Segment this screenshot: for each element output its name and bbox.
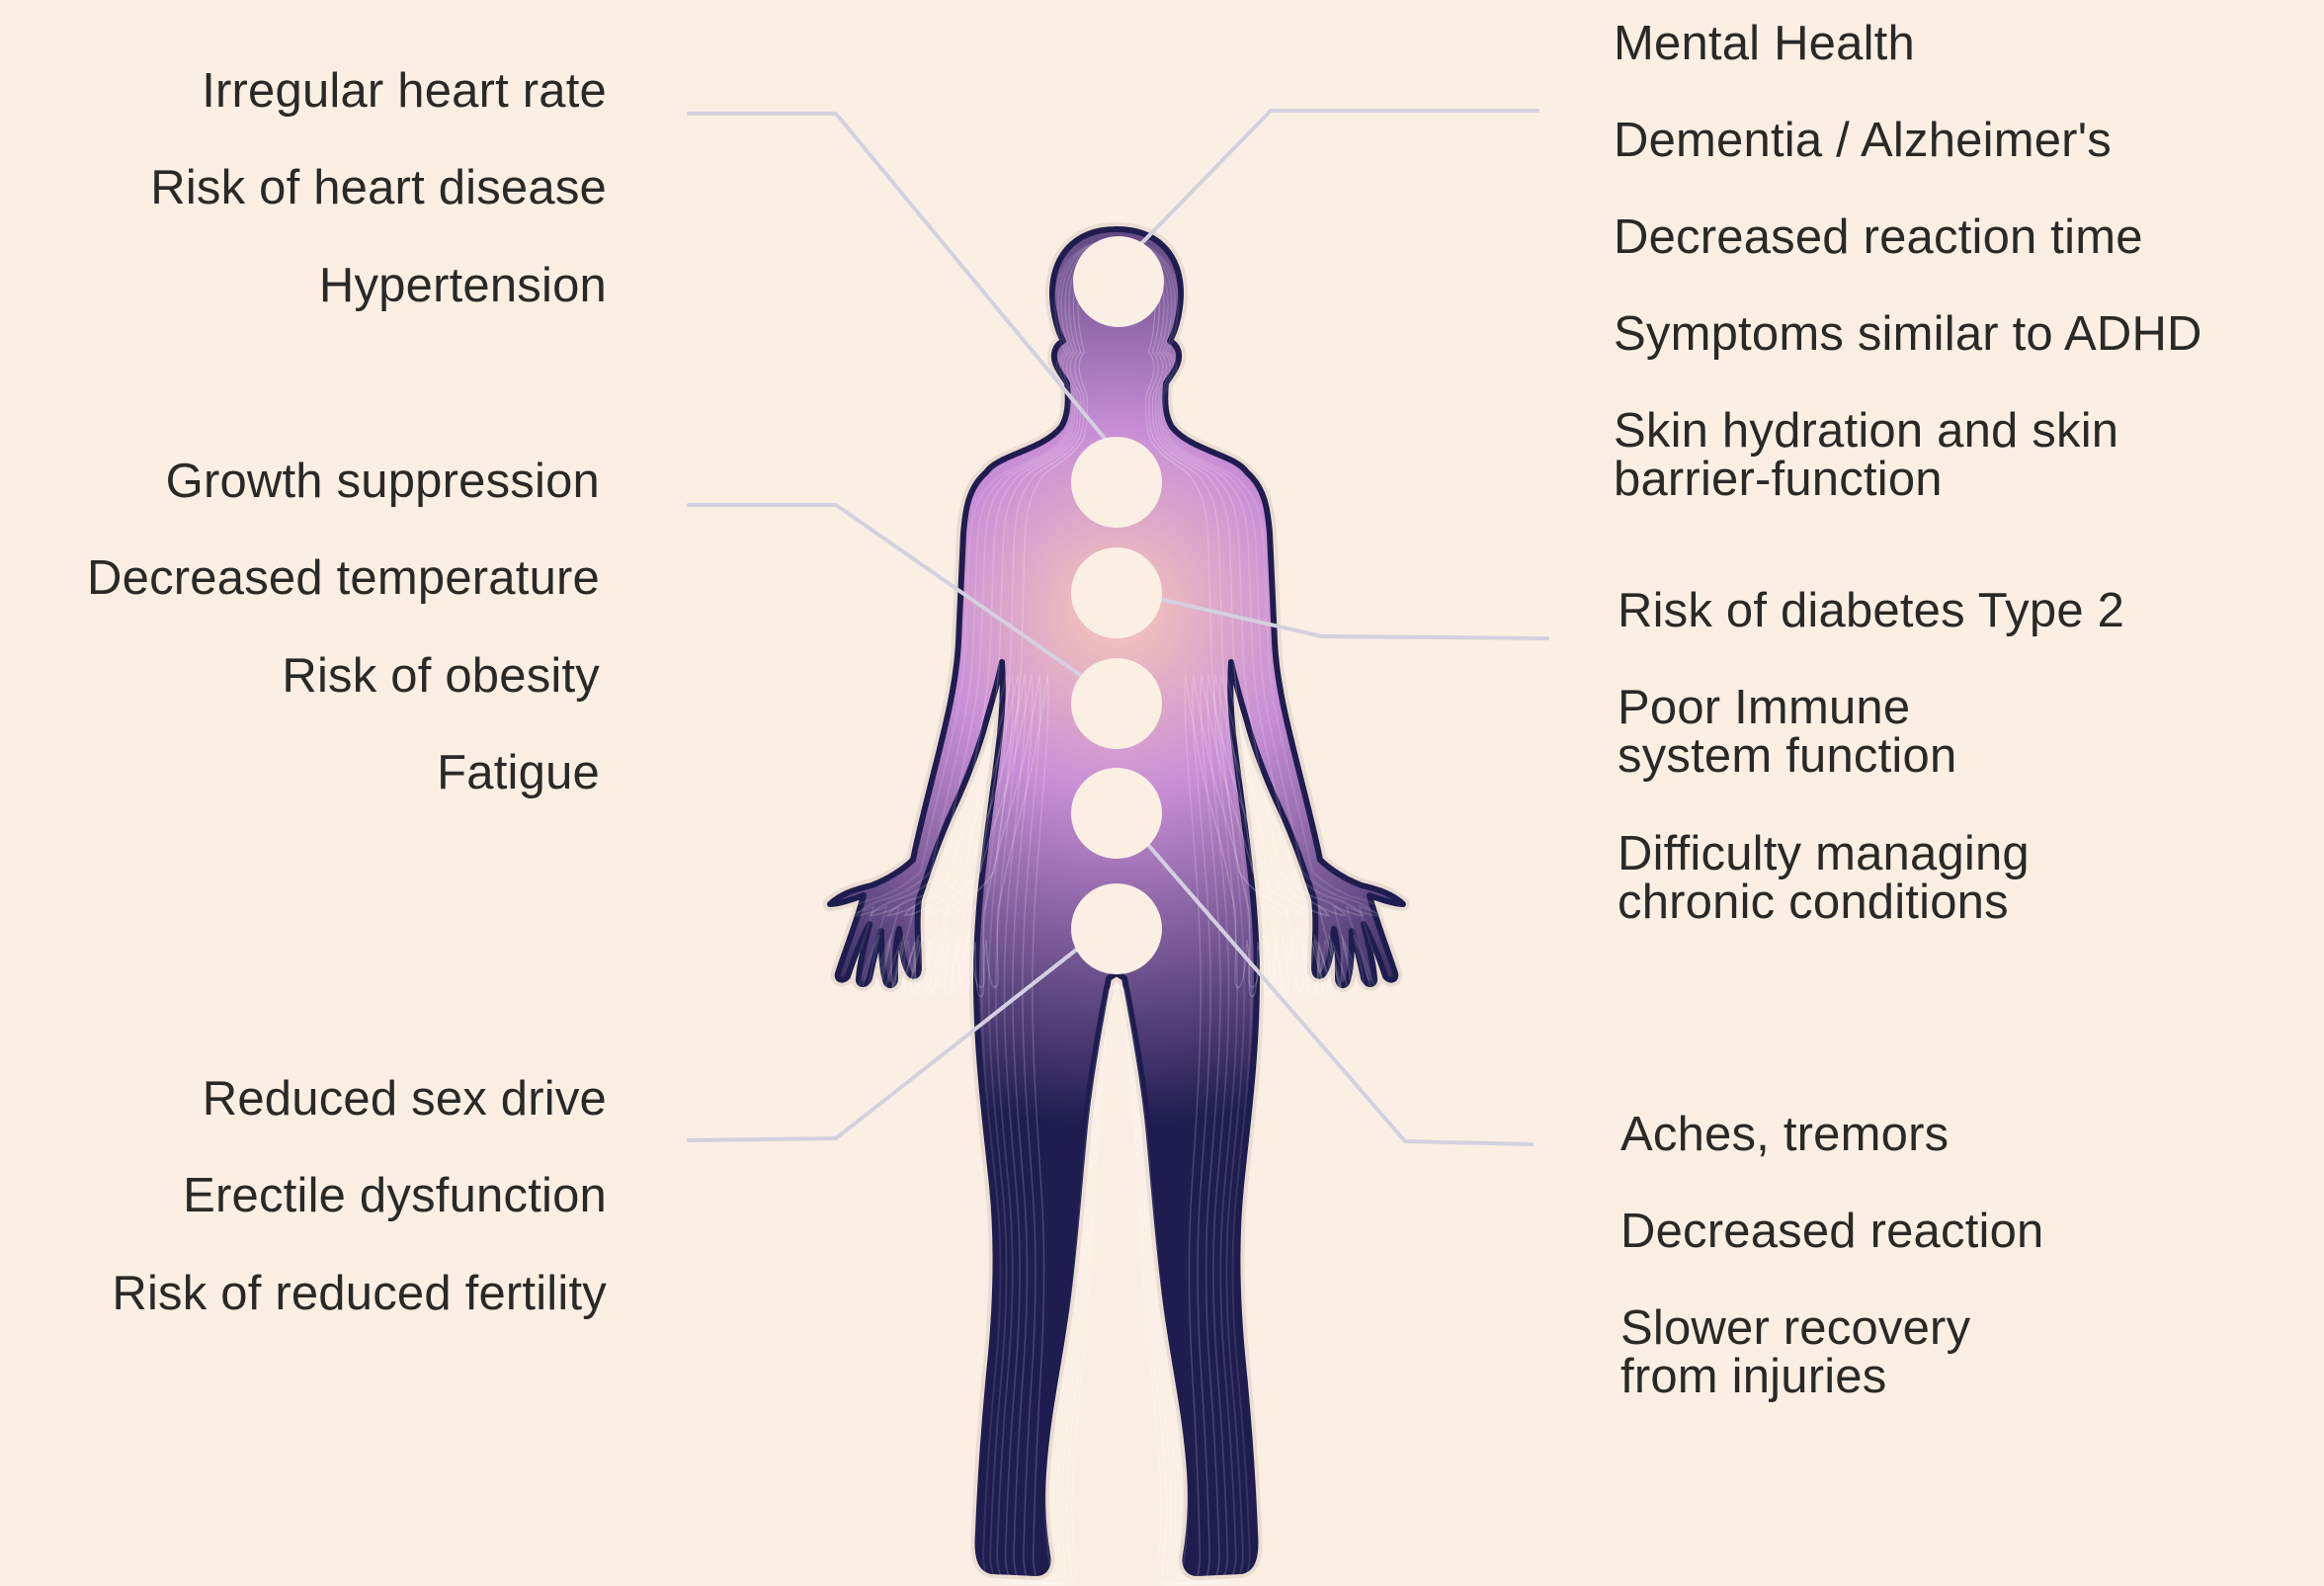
label-decreased-temperature: Decreased temperature	[87, 554, 600, 603]
label-growth-suppression: Growth suppression	[166, 458, 600, 506]
body-node-lower-abdomen	[1071, 658, 1162, 749]
label-reduced-fertility: Risk of reduced fertility	[112, 1270, 607, 1318]
label-decreased-reaction-time: Decreased reaction time	[1614, 213, 2143, 262]
label-decreased-reaction: Decreased reaction	[1620, 1208, 2044, 1256]
body-node-upper-abdomen	[1071, 547, 1162, 638]
label-dementia: Dementia / Alzheimer's	[1614, 117, 2112, 165]
body-node-head	[1073, 236, 1164, 327]
label-fatigue: Fatigue	[437, 749, 600, 797]
label-reduced-sex-drive: Reduced sex drive	[203, 1075, 607, 1124]
label-risk-heart-disease: Risk of heart disease	[150, 164, 607, 212]
label-irregular-heart-rate: Irregular heart rate	[202, 67, 607, 116]
label-mental-health: Mental Health	[1614, 20, 1915, 68]
label-chronic-conditions: Difficulty managing chronic conditions	[1618, 830, 2030, 927]
label-adhd-symptoms: Symptoms similar to ADHD	[1614, 310, 2202, 359]
label-risk-obesity: Risk of obesity	[282, 652, 600, 701]
label-diabetes-risk: Risk of diabetes Type 2	[1618, 587, 2124, 635]
connector-brain	[1126, 111, 1537, 259]
label-immune-function: Poor Immune system function	[1618, 684, 1956, 781]
body-node-chest	[1071, 437, 1162, 528]
label-hypertension: Hypertension	[319, 262, 607, 310]
body-node-groin	[1071, 883, 1162, 974]
label-skin-hydration: Skin hydration and skin barrier-function	[1614, 407, 2118, 504]
label-slower-recovery: Slower recovery from injuries	[1620, 1304, 1970, 1401]
label-aches-tremors: Aches, tremors	[1620, 1111, 1949, 1159]
body-node-pelvis	[1071, 768, 1162, 859]
label-erectile-dysfunction: Erectile dysfunction	[183, 1172, 607, 1220]
